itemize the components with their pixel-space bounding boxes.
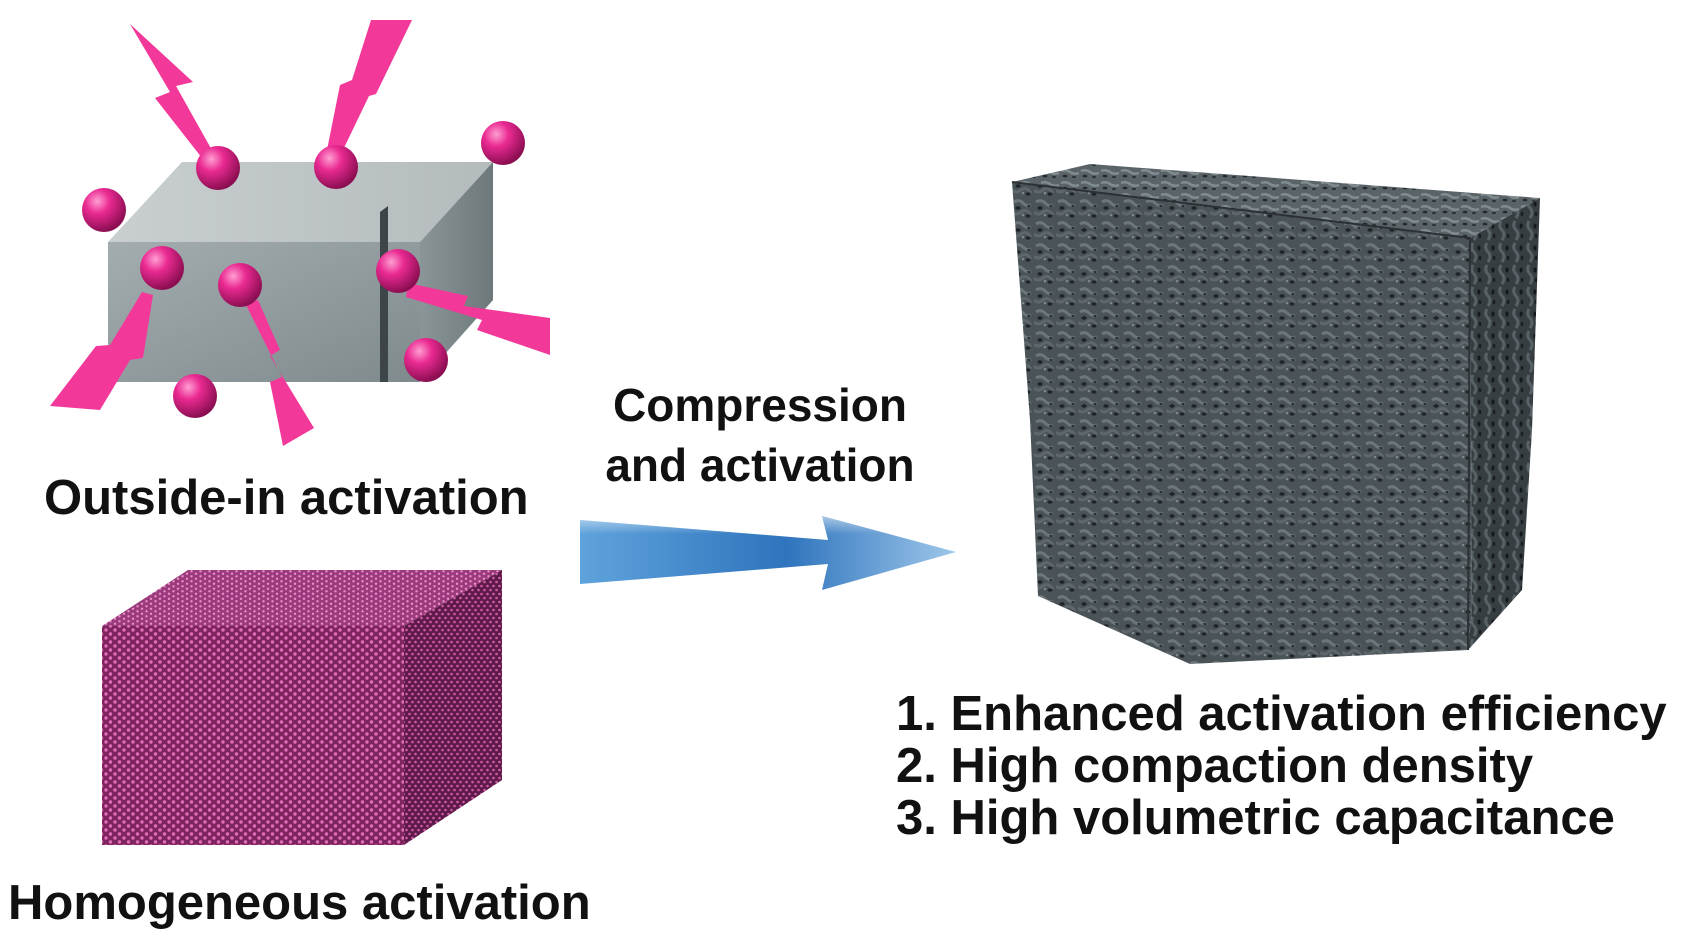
benefit-item: 1. Enhanced activation efficiency [896, 687, 1667, 741]
process-label: Compression and activation [560, 375, 960, 495]
benefits-list: 1. Enhanced activation efficiency 2. Hig… [896, 690, 1667, 846]
homogeneous-block-top [102, 570, 502, 626]
outside-in-activation-label: Outside-in activation [44, 471, 529, 525]
porous-block-front [1012, 182, 1472, 664]
lightning-bolts [50, 20, 550, 446]
activator-sphere-icon [140, 246, 184, 290]
lightning-bolt-icon [246, 300, 314, 446]
activator-spheres [82, 121, 525, 418]
grey-block-slot [380, 206, 388, 382]
activator-sphere-icon [481, 121, 525, 165]
process-label-line-2: and activation [605, 439, 915, 491]
benefit-item: 2. High compaction density [896, 739, 1534, 793]
process-label-line-1: Compression [613, 379, 907, 431]
lightning-bolt-icon [50, 292, 153, 410]
activator-sphere-icon [82, 188, 126, 232]
homogeneous-block-side [404, 570, 502, 845]
activator-sphere-icon [314, 145, 358, 189]
porous-block-side [1468, 198, 1540, 650]
activator-sphere-icon [404, 338, 448, 382]
grey-block-side [420, 162, 493, 382]
porous-block-top [1012, 164, 1540, 238]
lightning-bolt-icon [327, 20, 412, 152]
lightning-bolt-icon [130, 24, 213, 158]
homogeneous-block [102, 570, 502, 845]
grey-block-front [108, 242, 420, 382]
activator-sphere-icon [173, 374, 217, 418]
porous-carbon-block [1011, 164, 1540, 664]
homogeneous-block-front [102, 626, 404, 845]
activator-sphere-icon [196, 146, 240, 190]
activator-sphere-icon [376, 249, 420, 293]
benefit-item: 3. High volumetric capacitance [896, 791, 1615, 845]
lightning-bolt-icon [406, 283, 550, 355]
homogeneous-activation-label: Homogeneous activation [8, 876, 591, 930]
activator-sphere-icon [218, 263, 262, 307]
right-arrow-icon [580, 516, 956, 590]
